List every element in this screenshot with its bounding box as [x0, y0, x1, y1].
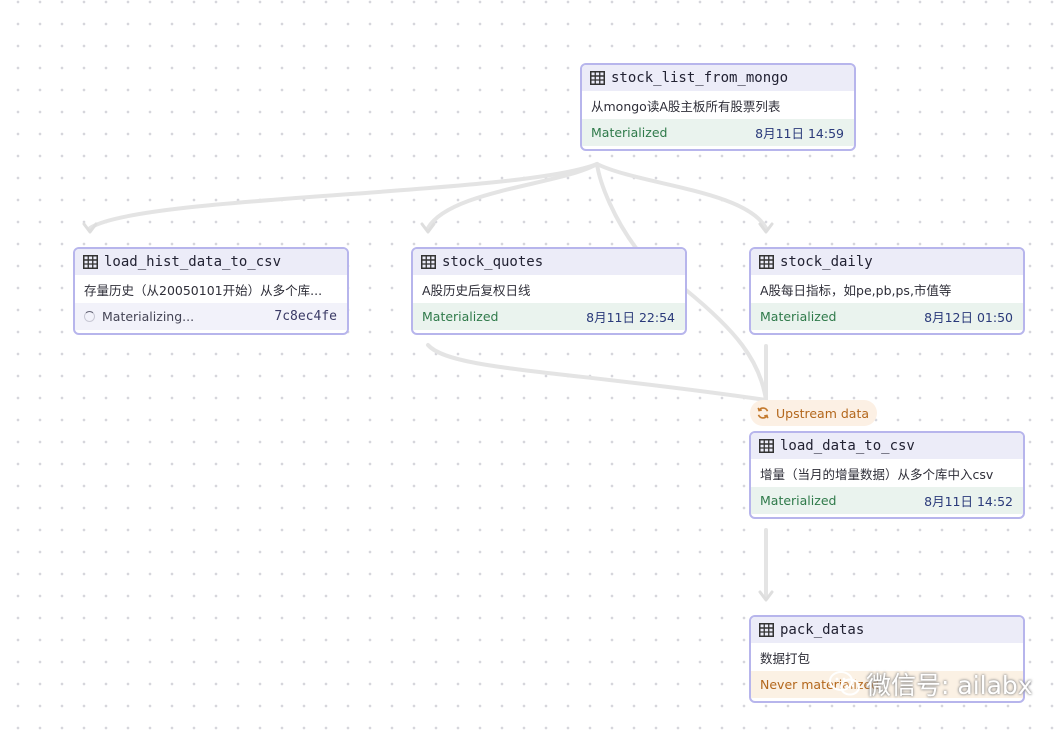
node-header: stock_daily: [751, 249, 1023, 275]
watermark-text: 微信号: ailabx: [866, 671, 1033, 700]
node-description: A股每日指标，如pe,pb,ps,市值等: [760, 282, 952, 298]
node-description: 增量（当月的增量数据）从多个库中入csv: [760, 466, 994, 482]
node-title[interactable]: pack_datas: [780, 622, 865, 638]
node-stock-list-from-mongo[interactable]: stock_list_from_mongo 从mongo读A股主板所有股票列表 …: [580, 63, 856, 151]
status-label: Materialized: [760, 493, 837, 508]
arrowhead-load-hist: [82, 222, 98, 234]
node-title[interactable]: stock_daily: [780, 254, 873, 270]
node-status: Materialized 8月12日 01:50: [751, 303, 1023, 330]
table-icon: [759, 439, 774, 453]
edge-stock-list-to-stock-quotes: [426, 162, 599, 230]
node-description: 存量历史（从20050101开始）从多个库...: [84, 282, 323, 298]
node-title[interactable]: stock_quotes: [442, 254, 544, 270]
table-icon: [759, 623, 774, 637]
edge-stock-quotes-to-load-data: [684, 288, 768, 402]
node-pack-datas[interactable]: pack_datas 数据打包 Never materialized: [749, 615, 1025, 703]
table-icon: [421, 255, 436, 269]
status-time[interactable]: 8月11日 14:52: [924, 494, 1013, 509]
sync-icon: [757, 407, 769, 419]
node-status: Never materialized: [751, 671, 1023, 698]
status-time[interactable]: 8月11日 14:59: [755, 126, 844, 141]
node-stock-quotes[interactable]: stock_quotes A股历史后复权日线 Materialized 8月11…: [411, 247, 687, 335]
wechat-watermark: 微信号: ailabx: [828, 666, 1033, 702]
edge-stock-list-to-load-hist: [88, 162, 599, 230]
spinner-icon: [84, 311, 95, 322]
upstream-data-badge: Upstream data: [750, 400, 877, 426]
node-header: stock_quotes: [413, 249, 685, 275]
status-label: Never materialized: [760, 677, 880, 692]
status-time[interactable]: 8月11日 22:54: [586, 310, 675, 325]
node-stock-daily[interactable]: stock_daily A股每日指标，如pe,pb,ps,市值等 Materia…: [749, 247, 1025, 335]
node-title[interactable]: load_hist_data_to_csv: [104, 254, 282, 270]
node-load-hist-data-to-csv[interactable]: load_hist_data_to_csv 存量历史（从20050101开始）从…: [73, 247, 349, 335]
upstream-data-label: Upstream data: [776, 405, 870, 421]
node-status: Materializing... 7c8ec4fe: [75, 303, 347, 330]
table-icon: [590, 71, 605, 85]
edge-stock-list-to-stock-daily: [595, 162, 768, 230]
arrowhead-stock-quotes: [420, 222, 436, 234]
node-description: 数据打包: [760, 650, 811, 666]
status-label: Materializing...: [84, 309, 194, 324]
node-title[interactable]: load_data_to_csv: [780, 438, 915, 454]
status-label: Materialized: [422, 309, 499, 324]
node-description: 从mongo读A股主板所有股票列表: [591, 98, 781, 114]
table-icon: [83, 255, 98, 269]
node-description: A股历史后复权日线: [422, 282, 531, 298]
node-header: pack_datas: [751, 617, 1023, 643]
node-title[interactable]: stock_list_from_mongo: [611, 70, 789, 86]
node-header: load_data_to_csv: [751, 433, 1023, 459]
node-header: stock_list_from_mongo: [582, 65, 854, 91]
edge-stock-quotes-bottom-to-load-data: [426, 343, 768, 402]
node-load-data-to-csv[interactable]: load_data_to_csv 增量（当月的增量数据）从多个库中入csv Ma…: [749, 431, 1025, 519]
run-id-link[interactable]: 7c8ec4fe: [274, 309, 337, 324]
status-label-text: Materializing...: [102, 309, 195, 324]
node-status: Materialized 8月11日 14:59: [582, 119, 854, 146]
table-icon: [759, 255, 774, 269]
wechat-icon: [829, 671, 860, 696]
node-status: Materialized 8月11日 22:54: [413, 303, 685, 330]
status-time[interactable]: 8月12日 01:50: [924, 310, 1013, 325]
edge-stock-list-to-load-data: [595, 162, 638, 250]
arrowhead-stock-daily: [758, 222, 774, 234]
arrowhead-pack-datas: [758, 590, 774, 602]
status-label: Materialized: [591, 125, 668, 140]
node-header: load_hist_data_to_csv: [75, 249, 347, 275]
node-status: Materialized 8月11日 14:52: [751, 487, 1023, 514]
status-label: Materialized: [760, 309, 837, 324]
